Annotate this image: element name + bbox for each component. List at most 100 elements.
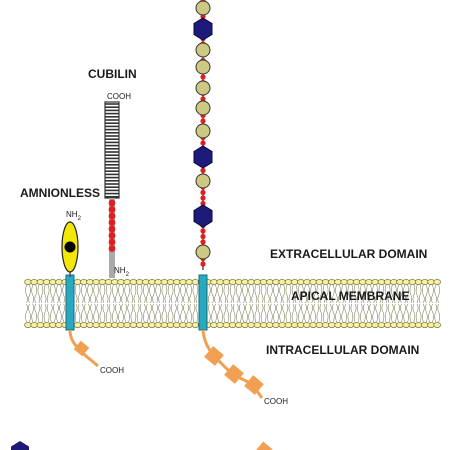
orange-tail-square (244, 375, 264, 395)
lipid-tail-lower (267, 303, 273, 323)
lipid-head-lower (30, 322, 38, 328)
orange-tail-square (73, 340, 90, 357)
lipid-tail-upper (130, 284, 137, 304)
lipid-head-upper (278, 279, 286, 285)
lipid-tail-lower (341, 303, 347, 323)
lipid-head-upper (390, 279, 398, 285)
lipid-tail-lower (360, 303, 366, 323)
lipid-head-upper (154, 279, 162, 285)
red-bead (200, 74, 206, 80)
lipid-head-upper (216, 279, 224, 285)
lipid-tail-lower (273, 303, 279, 323)
lipid-tail-lower (50, 303, 56, 323)
lipid-head-lower (408, 322, 417, 328)
lipid-head-lower (24, 322, 32, 328)
lipid-tail-lower (118, 303, 124, 323)
lipid-tail-lower (260, 303, 267, 323)
lipid-tail-lower (149, 303, 155, 323)
lipid-head-lower (166, 322, 175, 328)
lipid-head-lower (303, 322, 311, 328)
navy-hexagon (193, 145, 213, 169)
lipid-head-lower (334, 322, 342, 328)
lipid-tail-lower (409, 303, 416, 323)
lipid-head-upper (309, 279, 317, 285)
lipid-head-upper (30, 279, 38, 285)
lipid-tail-upper (43, 284, 50, 304)
lipid-head-upper (235, 279, 243, 285)
lipid-tail-lower (136, 303, 143, 323)
lipid-head-lower (377, 322, 386, 328)
amnionless-cooh-label: COOH (100, 366, 124, 375)
lipid-tail-upper (174, 284, 180, 304)
lipid-head-upper (92, 279, 100, 285)
lipid-head-lower (352, 322, 361, 328)
lipid-head-lower (346, 322, 355, 328)
lipid-head-lower (117, 322, 125, 328)
lipid-tail-upper (254, 284, 261, 304)
lipid-tail-upper (291, 284, 298, 304)
lipid-head-lower (185, 322, 193, 328)
lipid-head-lower (73, 322, 82, 328)
receptor-transmembrane (198, 274, 208, 331)
lipid-tail-lower (93, 303, 99, 323)
lipid-tail-lower (211, 303, 217, 323)
lipid-head-lower (42, 322, 51, 328)
lipid-head-lower (266, 322, 274, 328)
lipid-head-lower (315, 322, 324, 328)
red-bead (108, 245, 116, 252)
lipid-head-upper (123, 279, 131, 285)
lipid-head-upper (49, 279, 57, 285)
lipid-head-lower (383, 322, 392, 328)
lipid-head-upper (104, 279, 113, 285)
lipid-tail-lower (99, 303, 106, 323)
lipid-tail-lower (372, 303, 378, 323)
navy-hexagon (11, 441, 29, 450)
lipid-head-upper (259, 279, 268, 285)
lipid-tail-upper (360, 284, 366, 304)
lipid-tail-upper (143, 284, 149, 304)
lipid-head-lower (86, 322, 94, 328)
lipid-head-upper (166, 279, 175, 285)
lipid-head-upper (98, 279, 107, 285)
lipid-tail-lower (285, 303, 292, 323)
lipid-head-upper (396, 279, 404, 285)
amnionless-nh2-label: NH2 (66, 210, 82, 222)
lipid-tail-upper (298, 284, 304, 304)
lipid-head-lower (247, 322, 255, 328)
lipid-tail-lower (304, 303, 310, 323)
lipid-tail-lower (403, 303, 409, 323)
lipid-head-upper (222, 279, 231, 285)
lipid-head-upper (247, 279, 255, 285)
red-bead (200, 195, 206, 201)
lipid-tail-lower (242, 303, 248, 323)
lipid-head-upper (86, 279, 94, 285)
lipid-tail-lower (248, 303, 254, 323)
olive-bead (195, 42, 211, 58)
orange-tail-square (224, 364, 244, 384)
lipid-head-upper (421, 279, 429, 285)
extracellular-domain-label: EXTRACELLULAR DOMAIN (270, 247, 427, 261)
lipid-head-upper (346, 279, 355, 285)
lipid-tail-lower (143, 303, 149, 323)
lipid-tail-upper (31, 284, 37, 304)
orange-tail-square (204, 346, 224, 366)
lipid-head-lower (272, 322, 280, 328)
lipid-head-lower (154, 322, 162, 328)
lipid-head-upper (241, 279, 249, 285)
lipid-tail-upper (236, 284, 242, 304)
lipid-head-lower (111, 322, 119, 328)
red-bead (200, 189, 206, 196)
lipid-tail-lower (384, 303, 391, 323)
lipid-head-lower (253, 322, 262, 328)
lipid-tail-upper (347, 284, 354, 304)
lipid-tail-lower (434, 303, 440, 323)
orange-tail-square (255, 441, 273, 450)
lipid-head-lower (371, 322, 379, 328)
lipid-head-upper (272, 279, 280, 285)
lipid-head-lower (241, 322, 249, 328)
red-bead (200, 167, 206, 174)
olive-bead (195, 244, 211, 260)
lipid-head-upper (377, 279, 386, 285)
lipid-head-lower (321, 322, 330, 328)
lipid-tail-upper (397, 284, 403, 304)
